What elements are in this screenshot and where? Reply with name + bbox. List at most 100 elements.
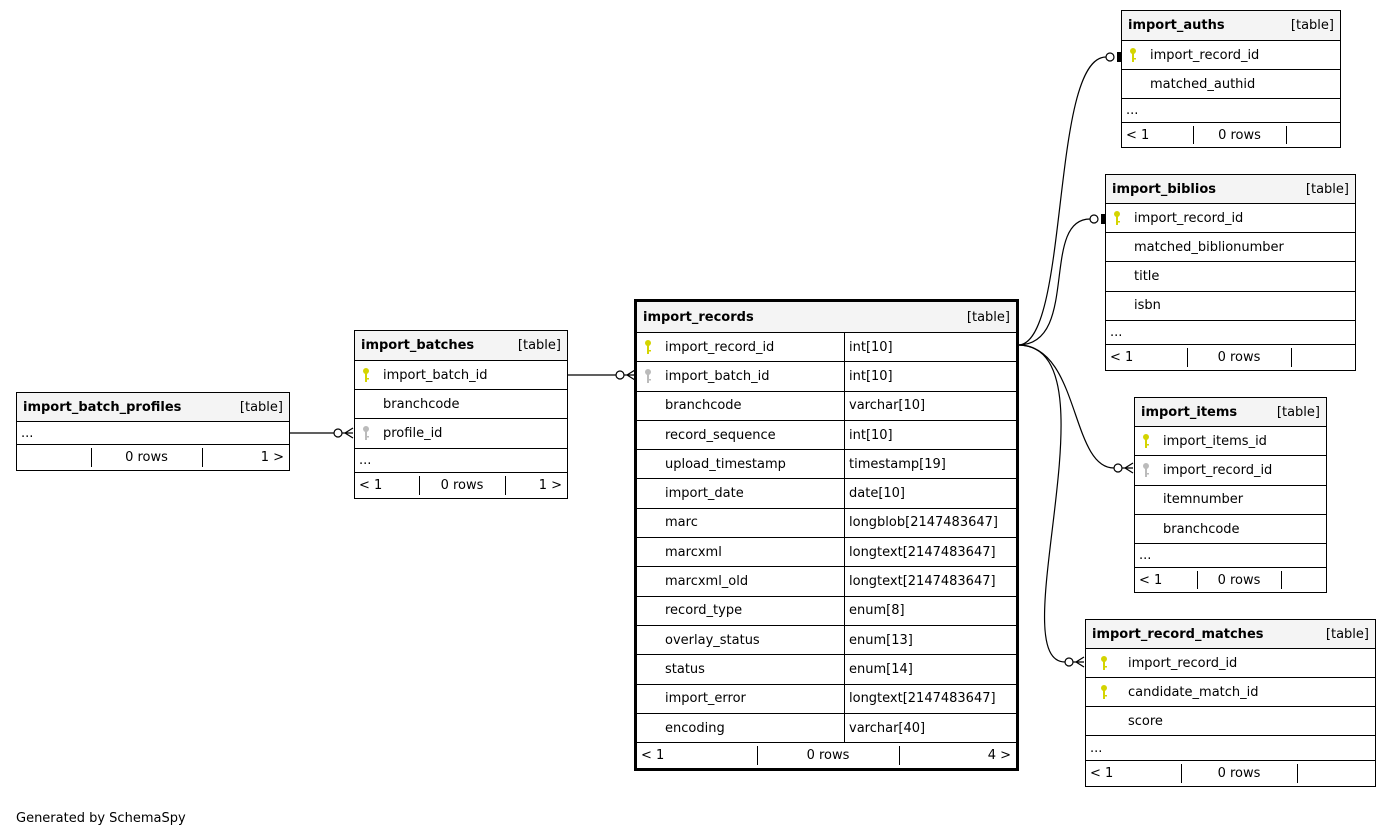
column-name: score: [1128, 713, 1163, 729]
edge-records-matches-optional-circle: [1064, 657, 1074, 667]
primary-key-icon: [637, 339, 659, 355]
column-name: matched_biblionumber: [1134, 239, 1284, 255]
parents-count[interactable]: < 1: [359, 477, 383, 493]
table-footer: < 1 0 rows: [1086, 761, 1375, 786]
footer-divider: [1193, 126, 1194, 144]
table-footer: 0 rows 1 >: [17, 445, 289, 470]
children-count[interactable]: 1 >: [538, 477, 562, 493]
parents-count[interactable]: < 1: [641, 748, 665, 764]
edge-records-matches-crows-foot-icon: [1073, 656, 1085, 668]
primary-key-icon: [1086, 684, 1122, 700]
table-import-record-matches[interactable]: import_record_matches[table]import_recor…: [1085, 619, 1376, 787]
primary-key-icon: [1106, 210, 1128, 226]
table-header: import_batches[table]: [355, 331, 567, 361]
column-row[interactable]: score: [1086, 707, 1375, 736]
table-footer: < 1 0 rows 1 >: [355, 473, 567, 498]
column-name: import_batch_id: [383, 367, 488, 383]
column-row[interactable]: profile_id: [355, 419, 567, 449]
table-footer: < 1 0 rows: [1135, 568, 1326, 592]
column-name: upload_timestamp: [665, 456, 786, 472]
column-row[interactable]: import_record_id: [1086, 649, 1375, 678]
parents-count[interactable]: < 1: [1139, 572, 1163, 588]
more-columns-ellipsis: ...: [355, 449, 567, 473]
table-kind-label: [table]: [1325, 626, 1369, 642]
column-type: date[10]: [844, 479, 1016, 508]
column-name: import_record_id: [1134, 210, 1244, 226]
column-row[interactable]: isbn: [1106, 292, 1355, 321]
row-count: 0 rows: [440, 477, 484, 493]
footer-divider: [505, 475, 506, 495]
table-kind-label: [table]: [1305, 181, 1349, 197]
column-row[interactable]: import_batch_id: [355, 361, 567, 391]
column-row[interactable]: branchcode: [1135, 515, 1326, 545]
column-name: record_type: [665, 603, 743, 619]
column-row[interactable]: import_record_id: [1122, 41, 1340, 70]
column-name: record_sequence: [665, 427, 776, 443]
row-count: 0 rows: [125, 450, 168, 465]
edge-records-auths: [1017, 56, 1107, 346]
column-row[interactable]: title: [1106, 262, 1355, 292]
foreign-key-icon: [1135, 462, 1157, 478]
column-name: title: [1134, 268, 1160, 284]
column-row[interactable]: import_record_id: [1135, 456, 1326, 486]
parents-count[interactable]: < 1: [1126, 127, 1150, 143]
primary-key-icon: [1122, 47, 1144, 63]
column-row[interactable]: branchcode: [355, 390, 567, 420]
table-kind-label: [table]: [1290, 18, 1334, 33]
column-row[interactable]: record_sequence int[10]: [637, 420, 1016, 451]
more-columns-ellipsis: ...: [1135, 544, 1326, 569]
more-columns-ellipsis: ...: [1122, 99, 1340, 123]
more-columns-ellipsis: ...: [1086, 736, 1375, 761]
footer-divider: [1286, 126, 1287, 144]
footer-divider: [419, 475, 420, 495]
edge-records-items-crows-foot-icon: [1122, 462, 1134, 474]
column-name: matched_authid: [1150, 76, 1256, 92]
column-row[interactable]: matched_biblionumber: [1106, 233, 1355, 263]
column-type: longtext[2147483647]: [844, 684, 1016, 713]
row-count: 0 rows: [1217, 572, 1261, 588]
footer-divider: [1291, 347, 1292, 367]
column-name: overlay_status: [665, 632, 760, 648]
column-row[interactable]: import_record_id: [1106, 204, 1355, 234]
column-row[interactable]: itemnumber: [1135, 486, 1326, 515]
table-name: import_batches: [361, 338, 475, 353]
parents-count[interactable]: < 1: [1090, 766, 1114, 781]
column-row[interactable]: overlay_status enum[13]: [637, 625, 1016, 656]
edge-profiles-batches-crows-foot-icon: [342, 427, 354, 439]
children-count[interactable]: 4 >: [987, 748, 1011, 764]
row-count: 0 rows: [806, 748, 850, 764]
column-row[interactable]: matched_authid: [1122, 70, 1340, 99]
column-row[interactable]: candidate_match_id: [1086, 678, 1375, 707]
column-name: import_record_id: [1150, 47, 1260, 63]
primary-key-icon: [355, 367, 377, 383]
table-name: import_biblios: [1112, 181, 1217, 197]
row-count: 0 rows: [1217, 766, 1261, 781]
parents-count[interactable]: < 1: [1110, 349, 1134, 365]
column-type: int[10]: [844, 420, 1016, 450]
column-type: enum[13]: [844, 625, 1016, 655]
generated-by-label: Generated by SchemaSpy: [16, 811, 186, 826]
table-name: import_items: [1141, 404, 1238, 420]
children-count[interactable]: 1 >: [260, 450, 284, 465]
column-type: longtext[2147483647]: [844, 538, 1016, 567]
column-row[interactable]: import_items_id: [1135, 427, 1326, 457]
